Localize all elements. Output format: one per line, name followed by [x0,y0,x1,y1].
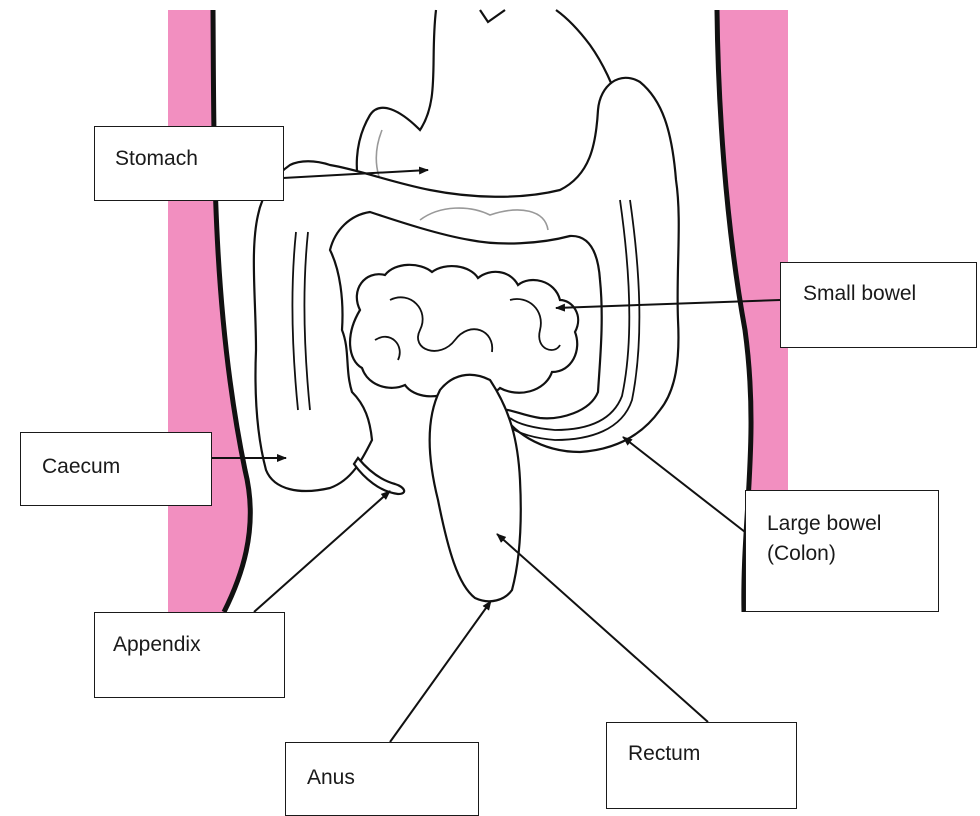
anus-pointer [390,601,491,742]
rectum-pointer [497,534,708,722]
body-side-left [168,10,250,612]
caecum-label: Caecum [20,432,212,506]
rectum-label: Rectum [606,722,797,809]
large-bowel-pointer [623,437,745,532]
rectum-label-text: Rectum [628,739,796,769]
small-bowel-label-text: Small bowel [803,279,976,309]
rectum-shape [430,375,521,601]
stomach-label-text: Stomach [115,144,283,174]
appendix-shape [354,458,404,494]
large-bowel-label-line2: (Colon) [767,539,938,569]
large-bowel-label: Large bowel (Colon) [745,490,939,612]
appendix-label: Appendix [94,612,285,698]
anus-label-text: Anus [307,763,478,793]
anus-label: Anus [285,742,479,816]
large-bowel-label-line1: Large bowel [767,509,938,539]
small-bowel-label: Small bowel [780,262,977,348]
appendix-pointer [254,491,390,612]
caecum-label-text: Caecum [42,452,211,482]
stomach-label: Stomach [94,126,284,201]
appendix-label-text: Appendix [113,630,284,660]
